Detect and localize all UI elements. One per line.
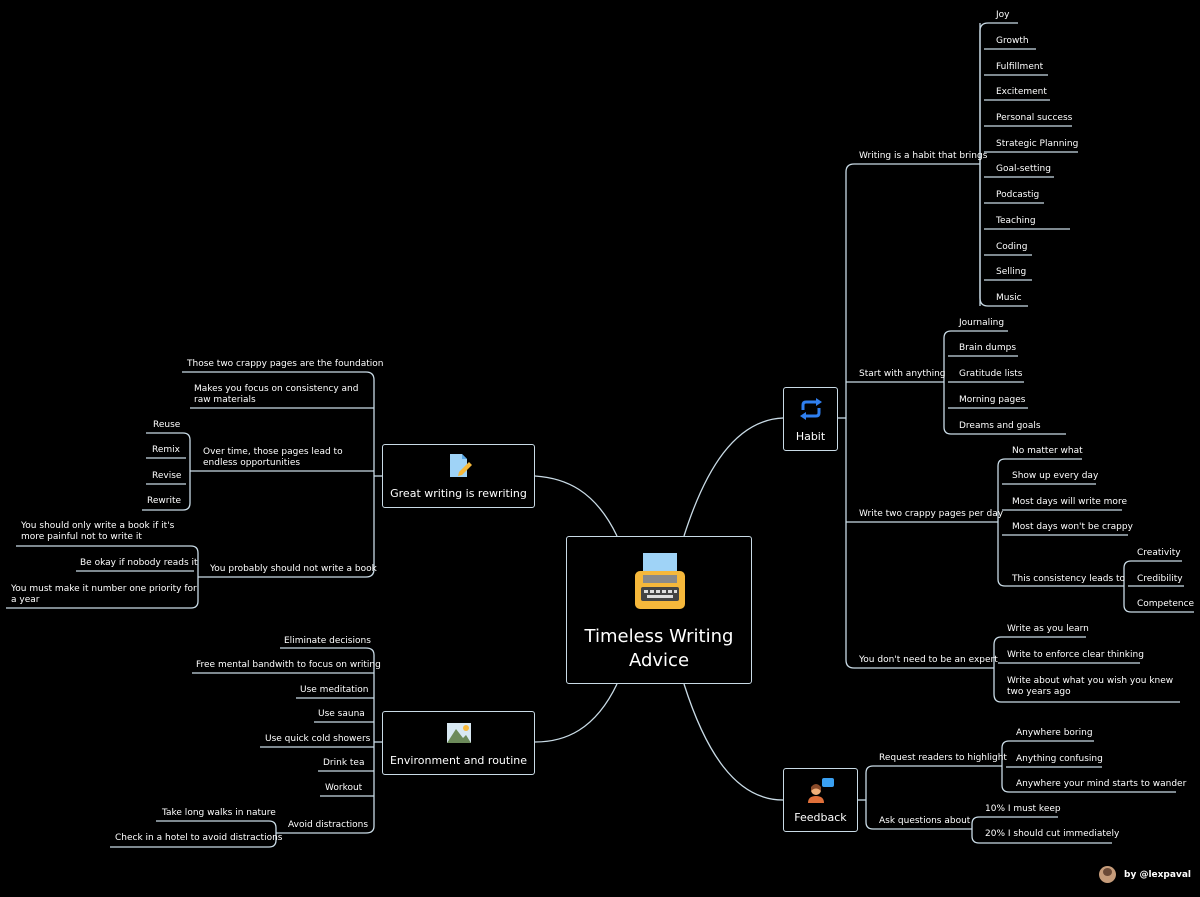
leaf-most-days-not-crappy[interactable]: Most days won't be crappy — [1012, 522, 1133, 532]
topic-label: Great writing is rewriting — [390, 487, 527, 500]
subtopic-not-write-book[interactable]: You probably should not write a book — [210, 564, 377, 574]
subtopic-start-with-anything[interactable]: Start with anything — [859, 369, 946, 379]
leaf-long-walks[interactable]: Take long walks in nature — [162, 808, 276, 818]
topic-label: Environment and routine — [389, 754, 528, 767]
leaf-mind-wanders[interactable]: Anywhere your mind starts to wander — [1016, 779, 1187, 789]
subtopic-request-highlight[interactable]: Request readers to highlight — [879, 753, 1007, 763]
topic-environment[interactable]: Environment and routine — [382, 711, 535, 775]
leaf-selling[interactable]: Selling — [996, 267, 1027, 277]
topic-feedback[interactable]: Feedback — [783, 768, 858, 832]
leaf-enforce-clear-thinking[interactable]: Write to enforce clear thinking — [1007, 650, 1144, 660]
leaf-dreams-and-goals[interactable]: Dreams and goals — [959, 421, 1041, 431]
leaf-drink-tea[interactable]: Drink tea — [323, 758, 365, 768]
leaf-morning-pages[interactable]: Morning pages — [959, 395, 1026, 405]
leaf-rewrite[interactable]: Rewrite — [147, 496, 182, 506]
leaf-anything-confusing[interactable]: Anything confusing — [1016, 754, 1103, 764]
leaf-cold-showers[interactable]: Use quick cold showers — [265, 734, 371, 744]
leaf-gratitude-lists[interactable]: Gratitude lists — [959, 369, 1023, 379]
author-credit: by @lexpaval — [1099, 865, 1191, 885]
leaf-teaching[interactable]: Teaching — [996, 216, 1036, 226]
leaf-no-matter-what[interactable]: No matter what — [1012, 446, 1083, 456]
subtopic-avoid-distractions[interactable]: Avoid distractions — [288, 820, 369, 830]
repeat-arrows-icon — [800, 398, 822, 420]
leaf-use-sauna[interactable]: Use sauna — [318, 709, 365, 719]
leaf-creativity[interactable]: Creativity — [1137, 548, 1181, 558]
leaf-brain-dumps[interactable]: Brain dumps — [959, 343, 1017, 353]
subtopic-no-expert[interactable]: You don't need to be an expert — [859, 655, 998, 665]
topic-rewriting[interactable]: Great writing is rewriting — [382, 444, 535, 508]
subtopic-endless-opportunities[interactable]: Over time, those pages lead to endless o… — [203, 447, 343, 468]
typewriter-icon — [635, 553, 685, 609]
leaf-must-keep[interactable]: 10% I must keep — [985, 804, 1061, 814]
leaf-fulfillment[interactable]: Fulfillment — [996, 62, 1044, 72]
leaf-remix[interactable]: Remix — [152, 445, 180, 455]
author-avatar-icon — [1099, 866, 1116, 883]
leaf-strategic-planning[interactable]: Strategic Planning — [996, 139, 1079, 149]
leaf-use-meditation[interactable]: Use meditation — [300, 685, 369, 695]
leaf-mental-bandwidth[interactable]: Free mental bandwith to focus on writing — [196, 660, 381, 670]
document-pencil-icon — [450, 454, 472, 477]
leaf-most-days-more[interactable]: Most days will write more — [1012, 497, 1127, 507]
leaf-anywhere-boring[interactable]: Anywhere boring — [1016, 728, 1093, 738]
topic-label: Habit — [795, 430, 826, 443]
leaf-growth[interactable]: Growth — [996, 36, 1029, 46]
leaf-cut-immediately[interactable]: 20% I should cut immediately — [985, 829, 1120, 839]
subtopic-two-crappy-pages[interactable]: Write two crappy pages per day — [859, 509, 1004, 519]
person-speech-icon — [808, 778, 834, 803]
leaf-write-as-you-learn[interactable]: Write as you learn — [1007, 624, 1089, 634]
leaf-music[interactable]: Music — [996, 293, 1022, 303]
leaf-hotel[interactable]: Check in a hotel to avoid distractions — [115, 833, 283, 843]
leaf-consistency-leads-to[interactable]: This consistency leads to — [1012, 574, 1126, 584]
leaf-podcasting[interactable]: Podcastig — [996, 190, 1040, 200]
leaf-goal-setting[interactable]: Goal-setting — [996, 164, 1051, 174]
leaf-wish-you-knew[interactable]: Write about what you wish you knew two y… — [1007, 676, 1174, 697]
leaf-more-painful[interactable]: You should only write a book if it's mor… — [21, 521, 175, 542]
landscape-icon — [447, 723, 471, 743]
subtopic-ask-questions[interactable]: Ask questions about — [879, 816, 971, 826]
leaf-nobody-reads[interactable]: Be okay if nobody reads it — [80, 558, 198, 568]
leaf-credibility[interactable]: Credibility — [1137, 574, 1183, 584]
subtopic-focus-consistency[interactable]: Makes you focus on consistency and raw m… — [194, 384, 359, 405]
topic-label: Feedback — [794, 811, 847, 824]
topic-habit[interactable]: Habit — [783, 387, 838, 451]
leaf-number-one-priority[interactable]: You must make it number one priority for… — [11, 584, 197, 605]
leaf-personal-success[interactable]: Personal success — [996, 113, 1073, 123]
subtopic-foundation[interactable]: Those two crappy pages are the foundatio… — [187, 359, 384, 369]
leaf-revise[interactable]: Revise — [152, 471, 182, 481]
leaf-show-up-every-day[interactable]: Show up every day — [1012, 471, 1099, 481]
leaf-reuse[interactable]: Reuse — [153, 420, 181, 430]
leaf-joy[interactable]: Joy — [996, 10, 1010, 20]
leaf-competence[interactable]: Competence — [1137, 599, 1195, 609]
leaf-excitement[interactable]: Excitement — [996, 87, 1047, 97]
leaf-eliminate-decisions[interactable]: Eliminate decisions — [284, 636, 371, 646]
leaf-journaling[interactable]: Journaling — [959, 318, 1005, 328]
leaf-coding[interactable]: Coding — [996, 242, 1028, 252]
leaf-workout[interactable]: Workout — [325, 783, 363, 793]
subtopic-habit-brings[interactable]: Writing is a habit that brings — [859, 151, 988, 161]
